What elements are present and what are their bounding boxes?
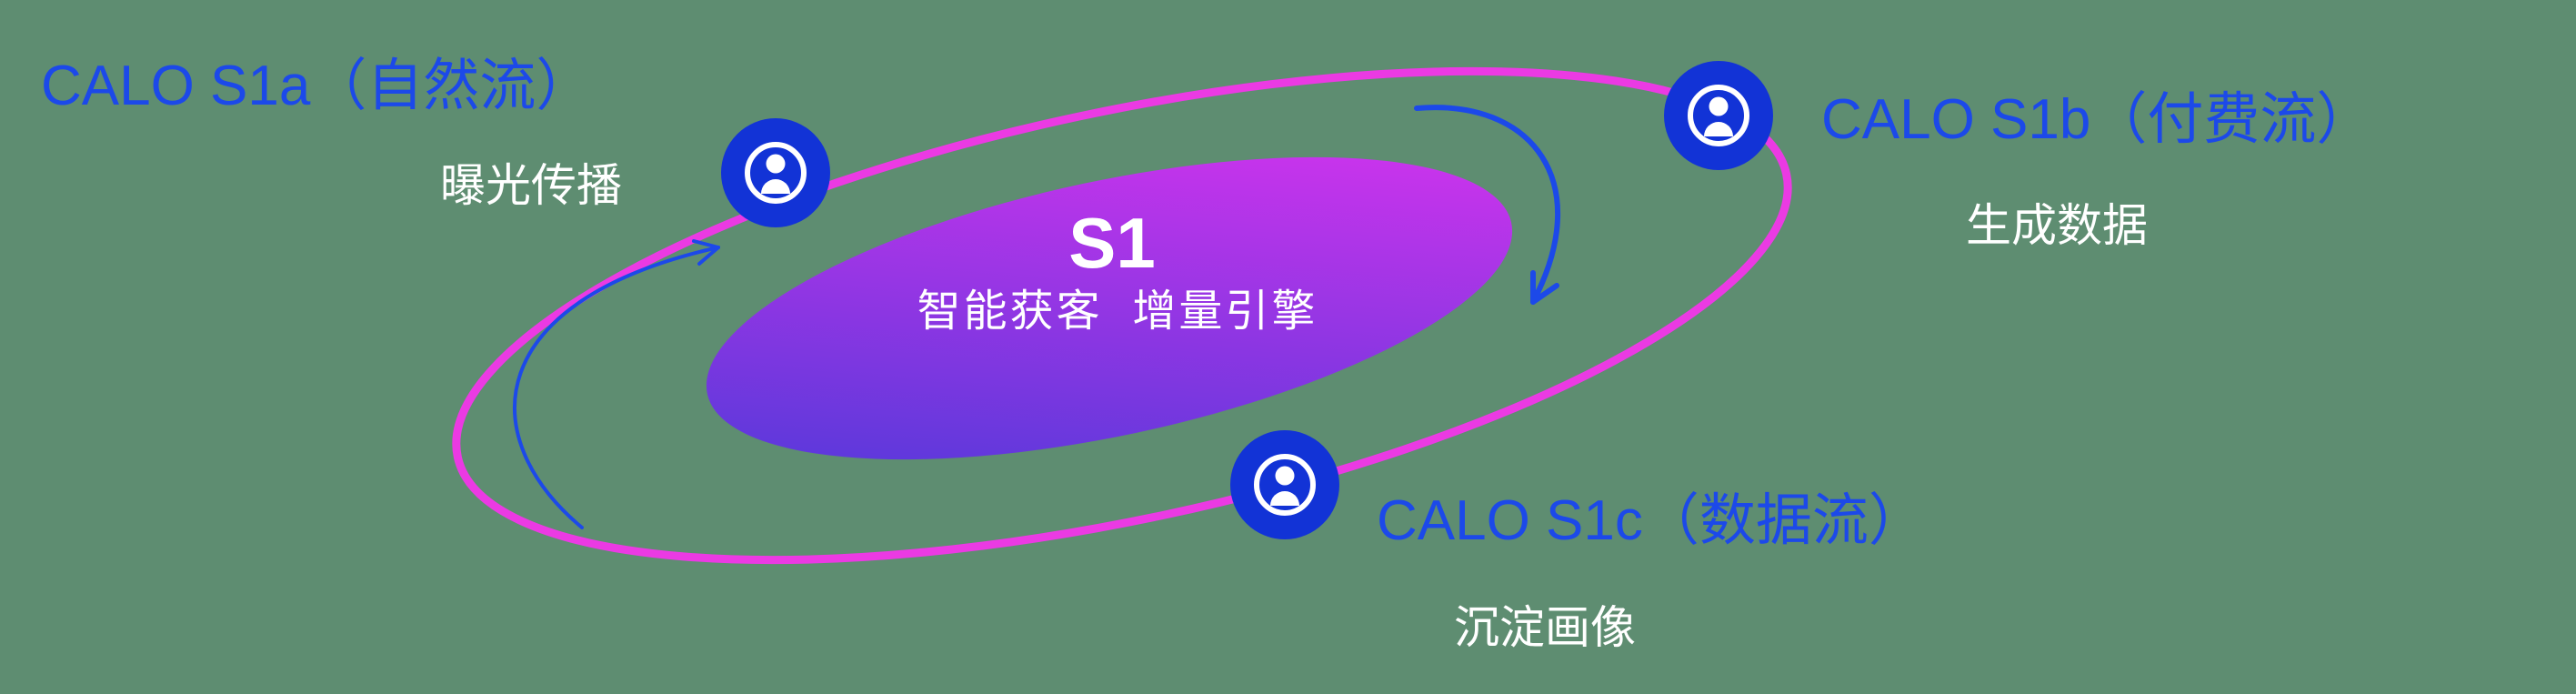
node-s1a-label: CALO S1a（自然流） [41,55,593,117]
node-s1b-label: CALO S1b（付费流） [1821,88,2373,151]
core-ellipse [706,156,1513,460]
node-s1c [1230,430,1339,539]
node-s1b-sublabel: 生成数据 [1966,200,2148,251]
node-s1c-sublabel: 沉淀画像 [1454,602,1636,653]
flow-arrow-left [513,239,720,529]
core-title: S1 [1068,203,1156,283]
node-s1a-sublabel: 曝光传播 [440,160,622,211]
node-s1c-label: CALO S1c（数据流） [1377,489,1925,552]
flow-arrow-right [1414,105,1560,305]
node-s1b [1664,61,1773,170]
node-s1a [721,118,830,227]
core-subtitle: 智能获客 增量引擎 [917,287,1318,336]
orbit-ring [452,66,1792,565]
